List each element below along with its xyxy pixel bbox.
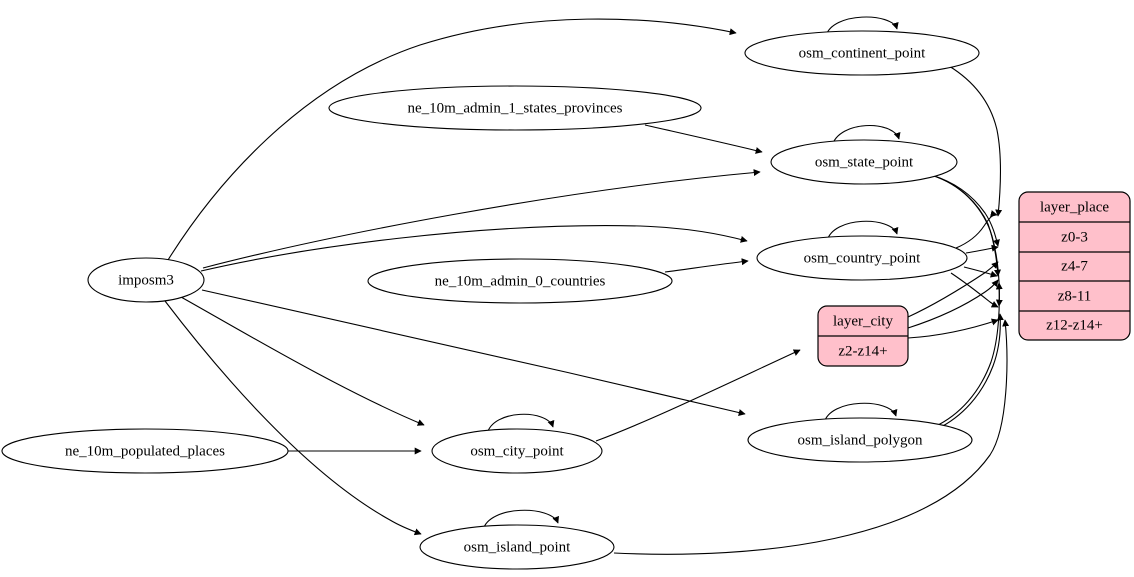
node-label-osm_island_polygon: osm_island_polygon <box>797 432 923 448</box>
edge-osm_country_point-to-layer_place-z12-z14+ <box>950 272 999 308</box>
edge-selfloop-osm_island_polygon <box>823 402 898 424</box>
edge-osm_country_point-to-layer_place-z8-11 <box>963 266 998 278</box>
node-osm_country_point[interactable]: osm_country_point <box>756 235 968 281</box>
record-row-layer_place-header: layer_place <box>1040 199 1109 215</box>
node-ne_10m_populated_places[interactable]: ne_10m_populated_places <box>1 428 289 474</box>
edge-layer_city-to-layer_place-z4-7 <box>907 279 999 329</box>
edge-osm_continent_point-to-layer_place-z0-3 <box>948 65 1003 217</box>
node-imposm3[interactable]: imposm3 <box>87 257 205 303</box>
node-ne_10m_admin_0_countries[interactable]: ne_10m_admin_0_countries <box>367 258 673 304</box>
record-row-layer_place-z8-11[interactable]: z8-11 <box>1058 288 1092 304</box>
node-label-osm_country_point: osm_country_point <box>804 250 921 266</box>
edge-selfloop-osm_continent_point <box>825 16 899 37</box>
edge-osm_city_point-to-layer_city <box>595 349 801 442</box>
edge-imposm3-to-osm_city_point <box>180 296 425 426</box>
node-layer: imposm3 ne_10m_admin_1_states_provinces … <box>1 30 980 570</box>
edge-imposm3-to-osm_island_polygon <box>201 289 746 416</box>
node-label-osm_continent_point: osm_continent_point <box>799 45 926 61</box>
edge-imposm3-to-osm_state_point <box>202 169 761 269</box>
node-osm_state_point[interactable]: osm_state_point <box>770 139 958 185</box>
edge-layer <box>164 16 1010 555</box>
edge-osm_island_point-to-layer_place-z12-z14+ <box>613 319 1010 555</box>
edge-imposm3-to-osm_continent_point <box>167 18 737 261</box>
edge-layer_city-to-layer_place-z8-11-alt <box>907 318 999 339</box>
edge-selfloop-osm_island_point <box>482 509 559 531</box>
node-osm_island_polygon[interactable]: osm_island_polygon <box>747 417 973 463</box>
node-label-osm_island_point: osm_island_point <box>464 539 572 555</box>
edge-osm_country_point-to-layer_place-z0-3 <box>955 210 998 249</box>
edge-imposm3-to-osm_island_point <box>164 300 422 536</box>
record-row-layer_place-z4-7[interactable]: z4-7 <box>1061 258 1088 274</box>
node-label-ne_10m_admin_0_countries: ne_10m_admin_0_countries <box>435 273 606 289</box>
record-node-layer_place[interactable]: layer_place z0-3 z4-7 z8-11 z12-z14+ <box>1018 191 1131 341</box>
node-osm_continent_point[interactable]: osm_continent_point <box>744 30 980 76</box>
node-label-ne_10m_admin_1_states_provinces: ne_10m_admin_1_states_provinces <box>408 100 623 116</box>
node-label-imposm3: imposm3 <box>118 272 174 288</box>
node-label-osm_state_point: osm_state_point <box>815 154 914 170</box>
edge-osm_island_polygon-to-layer_place-z8-11 <box>933 282 1003 428</box>
node-osm_island_point[interactable]: osm_island_point <box>419 524 615 570</box>
node-ne_10m_admin_1_states_provinces[interactable]: ne_10m_admin_1_states_provinces <box>328 85 702 131</box>
record-row-layer_place-z12-z14plus[interactable]: z12-z14+ <box>1046 317 1103 333</box>
node-label-osm_city_point: osm_city_point <box>470 443 564 459</box>
edge-layer_city-to-layer_place-z0-3 <box>907 261 999 318</box>
record-node-layer: layer_place z0-3 z4-7 z8-11 z12-z14+ lay… <box>817 191 1131 367</box>
edge-osm_country_point-to-layer_place-z4-7 <box>965 244 999 254</box>
edge-ne_admin_1-to-osm_state_point <box>644 124 763 154</box>
node-label-ne_10m_populated_places: ne_10m_populated_places <box>65 443 225 459</box>
edge-selfloop-osm_state_point <box>831 124 901 147</box>
record-row-layer_place-z0-3[interactable]: z0-3 <box>1061 229 1088 245</box>
edge-ne_admin_0-to-osm_country_point <box>664 258 749 273</box>
node-osm_city_point[interactable]: osm_city_point <box>431 428 603 474</box>
edge-osm_island_polygon-to-layer_place-z12-z14+ <box>936 313 1004 430</box>
record-node-layer_city[interactable]: layer_city z2-z14+ <box>817 305 909 367</box>
edge-selfloop-osm_country_point <box>826 220 899 242</box>
edge-osm_state_point-to-layer_place-z4-7 <box>930 174 1000 247</box>
record-row-layer_city-z2-z14plus[interactable]: z2-z14+ <box>838 343 887 359</box>
record-row-layer_city-header: layer_city <box>833 313 893 329</box>
edge-selfloop-osm_city_point <box>486 413 555 435</box>
edge-imposm3-to-osm_country_point <box>200 225 748 272</box>
